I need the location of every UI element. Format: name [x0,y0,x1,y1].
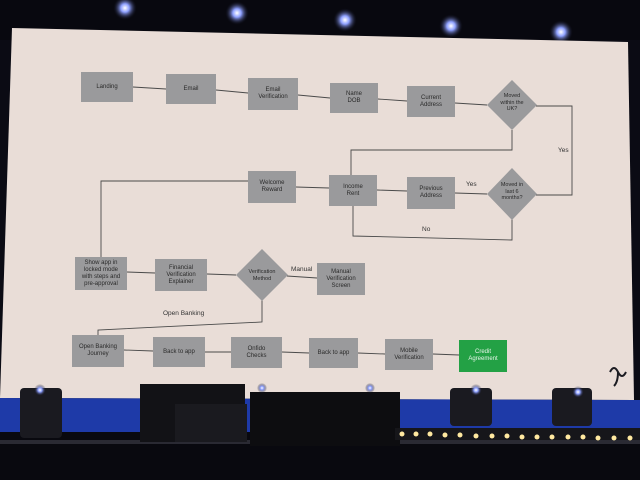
speaker-cabinet [250,392,400,446]
spotlight-icon [549,20,573,44]
node-credit-agreement: Credit Agreement [459,340,507,372]
spotlight-icon [439,14,463,38]
decision-label-moved-6m: Moved in last 6 months? [500,182,524,201]
node-open-banking-journey: Open Banking Journey [72,335,124,367]
edge-label-yes-left: Yes [466,181,477,188]
node-previous-address: Previous Address [407,177,455,209]
decision-label-verification-method: Verification Method [248,269,276,282]
node-mobile-verification: Mobile Verification [385,339,433,370]
decision-label-moved-uk: Moved within the UK? [500,93,524,112]
node-back-to-app-1: Back to app [153,337,205,367]
node-manual-screen: Manual Verification Screen [317,263,365,295]
led-bar [395,428,640,440]
decision-verification-method [236,249,288,301]
stage-light-icon [34,384,46,396]
node-current-address: Current Address [407,86,455,117]
node-onfido-checks: Onfido Checks [231,337,282,368]
stage-moving-lights [20,388,592,438]
node-financial-verification: Financial Verification Explainer [155,259,207,291]
node-show-app: Show app in locked mode with steps and p… [75,257,127,290]
stage-light-icon [572,386,584,398]
node-email-verification: Email Verification [248,78,298,110]
led-bar-lights [399,431,633,441]
edge-label-yes-right: Yes [558,147,569,154]
edge-label-open-banking: Open Banking [163,310,205,317]
decision-moved-6m [487,168,537,220]
node-back-to-app-2: Back to app [309,338,358,368]
node-welcome-reward: Welcome Reward [248,171,296,203]
flowchart-connectors [97,86,573,356]
node-email: Email [166,74,216,104]
spotlight-icon [225,1,249,25]
brand-logo [609,367,627,387]
ceiling-spotlights [113,0,573,44]
decision-moved-uk [487,80,537,130]
stage-light-icon [470,384,482,396]
edge-label-no: No [422,226,431,233]
spotlight-icon [113,0,137,20]
stage-light-icon [257,383,267,393]
speaker-cabinet [175,404,247,442]
node-landing: Landing [81,72,133,102]
edge-label-manual: Manual [291,266,313,273]
node-income-rent: Income Rent [329,175,377,206]
projection-screen [0,28,634,400]
spotlight-icon [333,8,357,32]
node-name-dob: Name DOB [330,83,378,113]
stage-light-icon [365,383,375,393]
